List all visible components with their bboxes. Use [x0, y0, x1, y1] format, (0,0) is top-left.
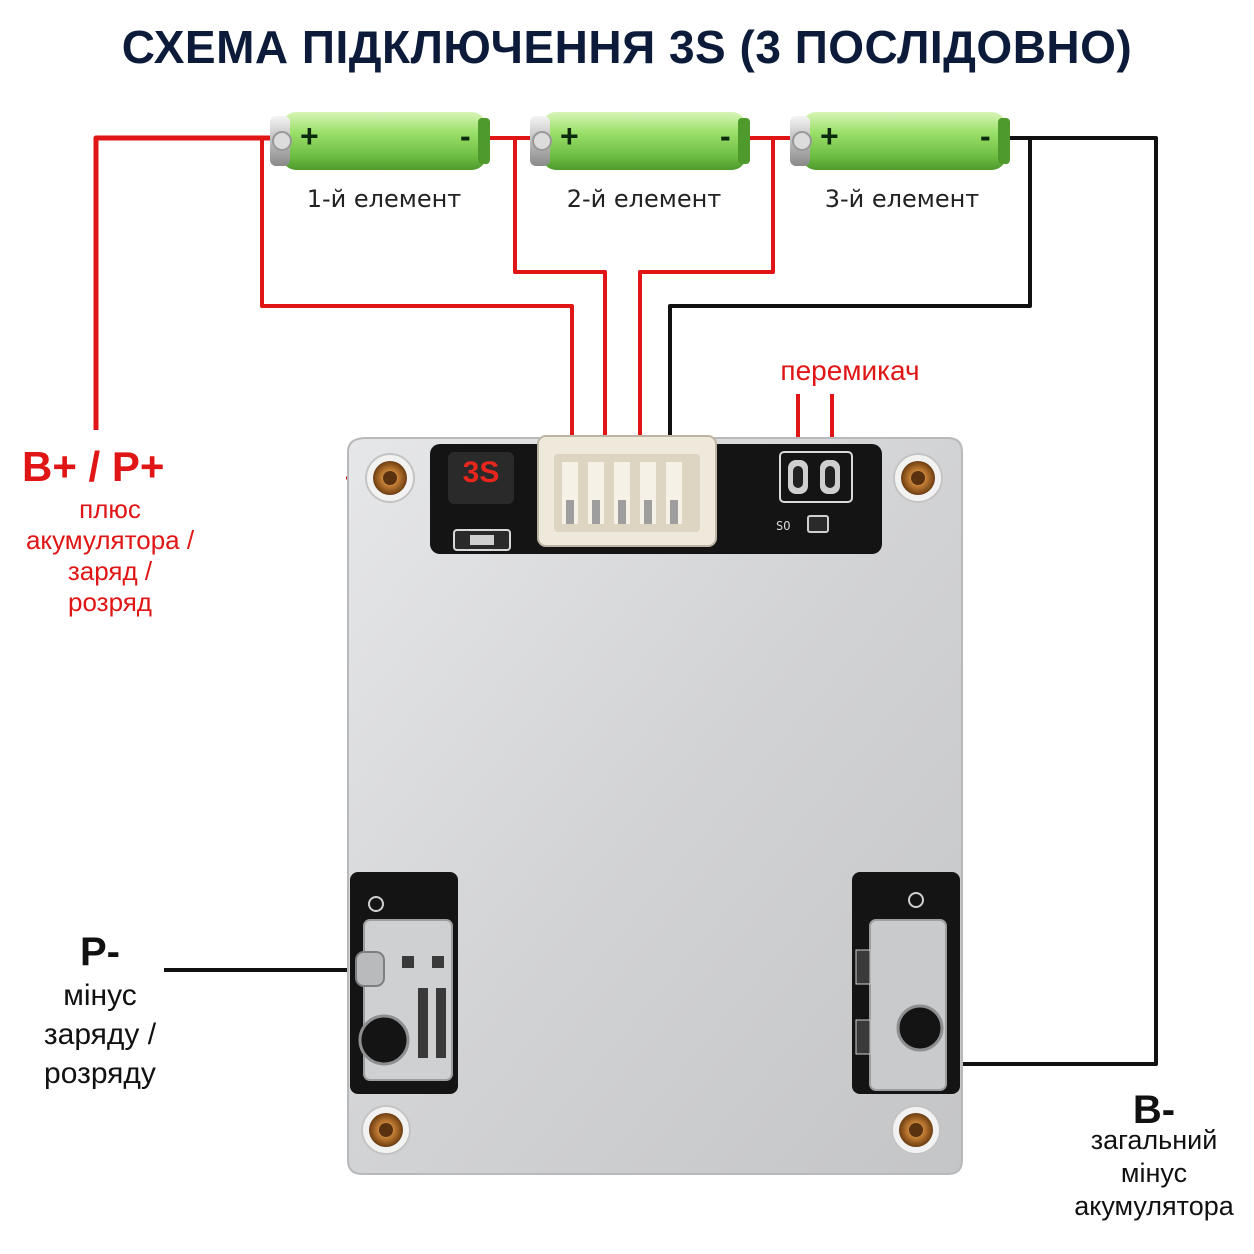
diagram-title: СХЕМА ПІДКЛЮЧЕННЯ 3S (3 ПОСЛІДОВНО)	[121, 21, 1133, 73]
bms-board	[347, 435, 963, 1175]
cell-2-minus-sign: -	[720, 118, 731, 154]
b-minus-wire	[960, 136, 1158, 1066]
balance-wire-1	[260, 138, 574, 464]
b-minus-label: B-	[1132, 1088, 1176, 1132]
balance-wire-2	[513, 138, 607, 464]
jumper-pads	[779, 451, 853, 503]
cell-3-label: 3-й елемент	[824, 185, 980, 213]
battery-cell-3	[790, 112, 1010, 170]
b-minus-pad	[869, 919, 947, 1091]
b-plus-description: плюс акумулятора / заряд / розряд	[25, 494, 195, 617]
cell-3-plus-sign: +	[820, 118, 839, 154]
cell-2-plus-sign: +	[560, 118, 579, 154]
cell-2-label: 2-й елемент	[566, 185, 722, 213]
b-plus-label: B+ / P+	[22, 443, 165, 490]
cell-count-badge	[448, 452, 514, 504]
cell-1-label: 1-й елемент	[306, 185, 462, 213]
cell-1-plus-sign: +	[300, 118, 319, 154]
cell-3-minus-sign: -	[980, 118, 991, 154]
jumper-label: перемикач	[780, 355, 920, 386]
silkscreen-label: SO	[776, 519, 791, 533]
battery-cell-1	[270, 112, 490, 170]
balance-wire-3	[638, 138, 775, 464]
balance-connector	[537, 435, 717, 547]
cell-count-badge-text: 3S	[462, 456, 500, 489]
p-minus-terminal-area	[350, 872, 458, 1094]
p-minus-pad	[355, 951, 385, 987]
b-minus-terminal-area	[852, 872, 960, 1094]
balance-wire-4	[668, 138, 1032, 464]
p-minus-label: P-	[80, 930, 120, 974]
p-minus-description: мінус заряду / розряду	[43, 979, 157, 1090]
board-heatsink	[347, 437, 963, 1175]
b-plus-wire	[93, 135, 282, 430]
cell-1-minus-sign: -	[460, 118, 471, 154]
b-minus-description: загальний мінус акумулятора	[1074, 1125, 1234, 1221]
battery-cell-2	[530, 112, 750, 170]
